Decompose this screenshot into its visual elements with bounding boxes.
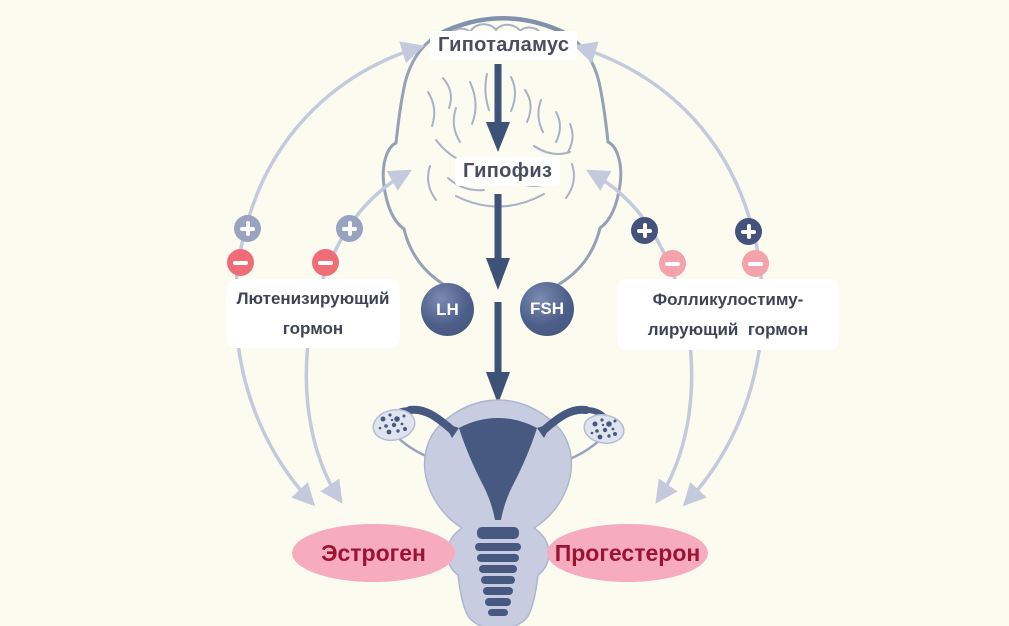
minus-icon bbox=[312, 249, 339, 276]
minus-icon bbox=[742, 250, 769, 277]
lh-name-line2: гормон bbox=[282, 318, 344, 338]
pituitary-label: Гипофиз bbox=[455, 157, 561, 186]
lh-name-line1: Лютенизирующий bbox=[236, 288, 390, 308]
progesterone-ellipse: Прогестерон bbox=[547, 524, 708, 582]
fsh-circle: FSH bbox=[520, 282, 574, 336]
plus-icon bbox=[234, 215, 261, 242]
ovary-follicle-dots bbox=[378, 413, 617, 440]
fsh-name-line2: лирующий гормон bbox=[647, 319, 809, 339]
cervix-ribs bbox=[475, 527, 521, 616]
central-cascade-arrows bbox=[486, 64, 510, 404]
uterus-ovaries-icon bbox=[372, 399, 625, 626]
estrogen-ellipse: Эстроген bbox=[292, 524, 455, 582]
minus-icon bbox=[227, 249, 254, 276]
hypothalamus-label: Гипоталамус bbox=[430, 31, 578, 60]
plus-icon bbox=[631, 217, 658, 244]
fsh-name-line1: Фолликулостиму- bbox=[652, 289, 804, 309]
lh-circle: LH bbox=[421, 283, 474, 336]
plus-icon bbox=[735, 218, 762, 245]
plus-icon bbox=[336, 215, 363, 242]
minus-icon bbox=[659, 250, 686, 277]
fsh-name-box: Фолликулостиму- лирующий гормон bbox=[617, 279, 839, 350]
lh-name-box: Лютенизирующий гормон bbox=[226, 279, 400, 348]
